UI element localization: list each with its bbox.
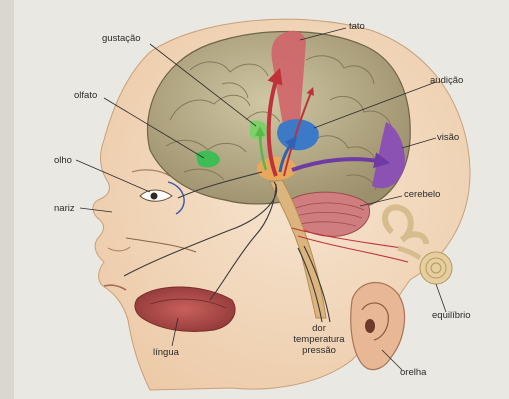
label-orelha: orelha — [400, 367, 426, 378]
label-audicao: audição — [430, 75, 463, 86]
label-dor: dor — [287, 323, 351, 334]
label-nariz: nariz — [54, 203, 75, 214]
label-pressao: pressão — [287, 345, 351, 356]
label-dor-temperatura-pressao: dor temperatura pressão — [287, 323, 351, 356]
label-visao: visão — [437, 132, 459, 143]
page-edge-shadow — [0, 0, 14, 399]
eye-pupil — [151, 193, 158, 200]
label-lingua: língua — [153, 347, 179, 358]
ear-opening — [365, 319, 375, 333]
label-gustacao: gustação — [102, 33, 141, 44]
label-olho: olho — [54, 155, 72, 166]
label-equilibrio: equilíbrio — [432, 310, 471, 321]
label-temperatura: temperatura — [287, 334, 351, 345]
label-cerebelo: cerebelo — [404, 189, 440, 200]
label-olfato: olfato — [74, 90, 97, 101]
label-tato: tato — [349, 21, 365, 32]
